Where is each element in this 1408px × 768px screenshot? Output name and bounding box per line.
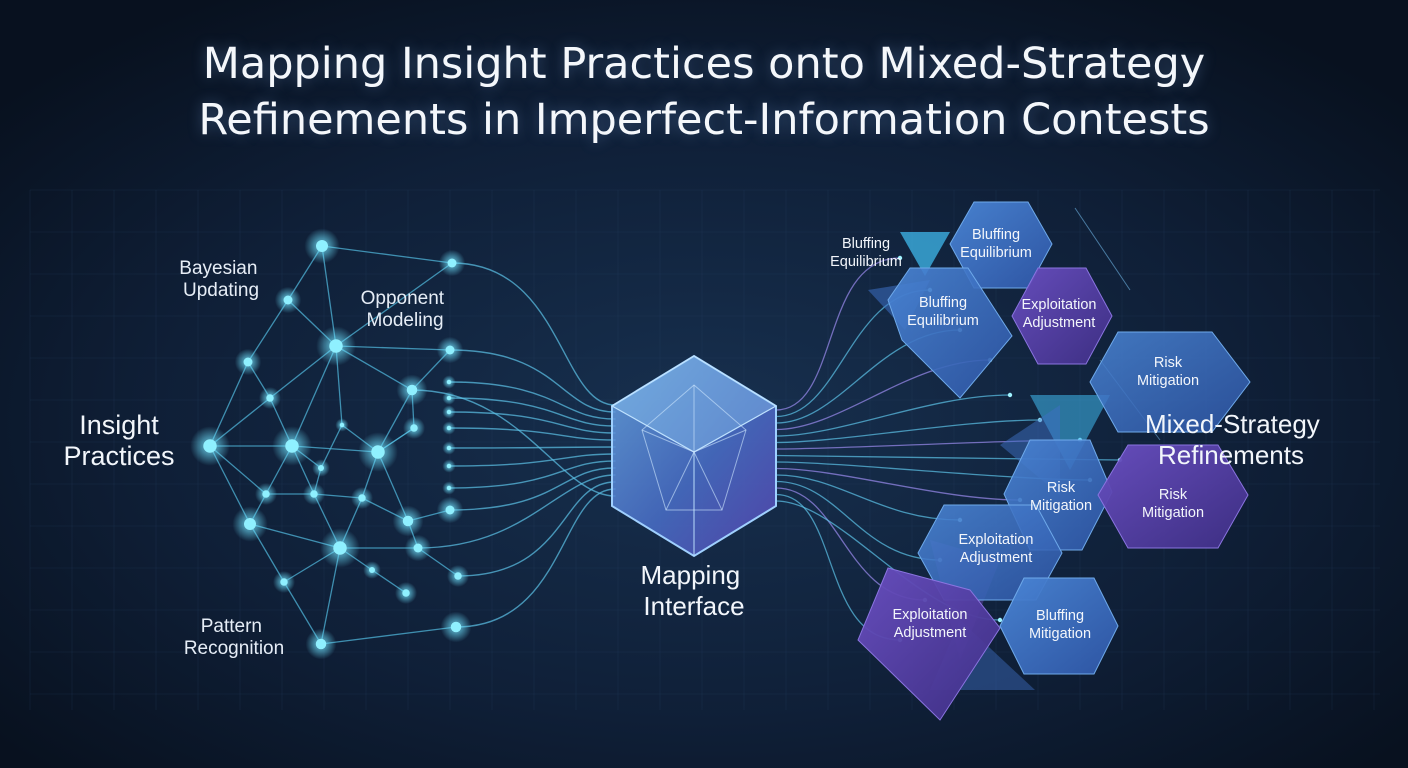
network-node [280, 578, 288, 586]
network-node [406, 384, 418, 396]
network-node [315, 638, 327, 650]
flow-line-out [775, 419, 1041, 444]
network-node [447, 258, 457, 268]
flow-line-out [775, 394, 1011, 437]
shard-decor [900, 232, 950, 276]
network-node [371, 445, 385, 459]
network-node [339, 422, 345, 428]
network-node [446, 425, 452, 431]
network-node [283, 295, 293, 305]
insight-practices-heading-2: Practices [63, 441, 174, 471]
network-node [243, 357, 253, 367]
tile-bluffing-mitigation [999, 577, 1119, 675]
page-title: Mapping Insight Practices onto Mixed-Str… [0, 36, 1408, 148]
flow-line-out [775, 467, 1021, 501]
label-bayesian-updating: Bayesian Updating [179, 258, 262, 301]
network-node [454, 572, 462, 580]
page-title-line-2: Refinements in Imperfect-Information Con… [198, 95, 1210, 145]
network-node [450, 621, 462, 633]
network-edge [335, 262, 453, 347]
network-node [285, 439, 299, 453]
flow-line-out [775, 257, 901, 411]
network-node [329, 339, 343, 353]
flow-line-in [448, 427, 616, 441]
network-node [413, 543, 423, 553]
flow-line-in [448, 381, 616, 420]
tile-risk-mitigation-3 [1097, 444, 1249, 549]
flow-line-in [448, 446, 616, 449]
flow-line-out [775, 480, 941, 561]
network-node [410, 424, 418, 432]
flow-line-in [448, 411, 616, 434]
flow-line-in [449, 467, 616, 511]
insight-practices-heading: Insight [79, 410, 159, 440]
network-node [445, 505, 455, 515]
mixed-strategy-heading: Mixed-Strategy Refinements [1145, 409, 1327, 470]
network-node [318, 465, 324, 471]
flow-lines [411, 255, 1123, 643]
network-node [446, 379, 452, 385]
network-edge [320, 626, 457, 645]
network-node [402, 515, 414, 527]
label-opponent-modeling: Opponent Modeling [361, 288, 450, 331]
network-node [262, 490, 270, 498]
flow-endpoint [997, 617, 1003, 623]
page-title-line-1: Mapping Insight Practices onto Mixed-Str… [202, 39, 1206, 89]
tile-exploitation-adjustment-3 [857, 567, 1001, 721]
flow-line-in [457, 481, 616, 577]
flow-line-in [448, 397, 616, 427]
tile-exploitation-adjustment-1 [1011, 267, 1113, 365]
network-node [446, 463, 452, 469]
flow-line-in [449, 349, 616, 413]
flow-line-out [775, 474, 961, 521]
flow-line-in [451, 262, 616, 406]
flow-line-in [448, 460, 616, 489]
label-pattern-recognition: Pattern Recognition [184, 616, 284, 659]
network-nodes [190, 228, 472, 660]
flow-line-in [455, 488, 616, 628]
mapping-interface-label: Mapping Interface [641, 560, 748, 621]
network-node [446, 409, 452, 415]
network-node [369, 567, 375, 573]
network-node [402, 589, 410, 597]
mapping-interface-crystal [610, 354, 778, 558]
network-node [266, 394, 274, 402]
network-node [446, 395, 452, 401]
network-node [446, 445, 452, 451]
tile-risk-mitigation-1 [1089, 331, 1251, 433]
network-node [446, 485, 452, 491]
strategy-tiles [857, 201, 1251, 721]
network-node [244, 518, 256, 530]
network-node [316, 240, 328, 252]
flow-line-in [417, 474, 616, 549]
network-node [333, 541, 347, 555]
network-node [358, 494, 366, 502]
flow-endpoint [1007, 392, 1013, 398]
flow-endpoint [897, 255, 903, 261]
network-edge [321, 245, 453, 264]
network-node [445, 345, 455, 355]
network-node [203, 439, 217, 453]
network-node [310, 490, 318, 498]
tile-bluffing-equilibrium-3 [887, 267, 1013, 399]
